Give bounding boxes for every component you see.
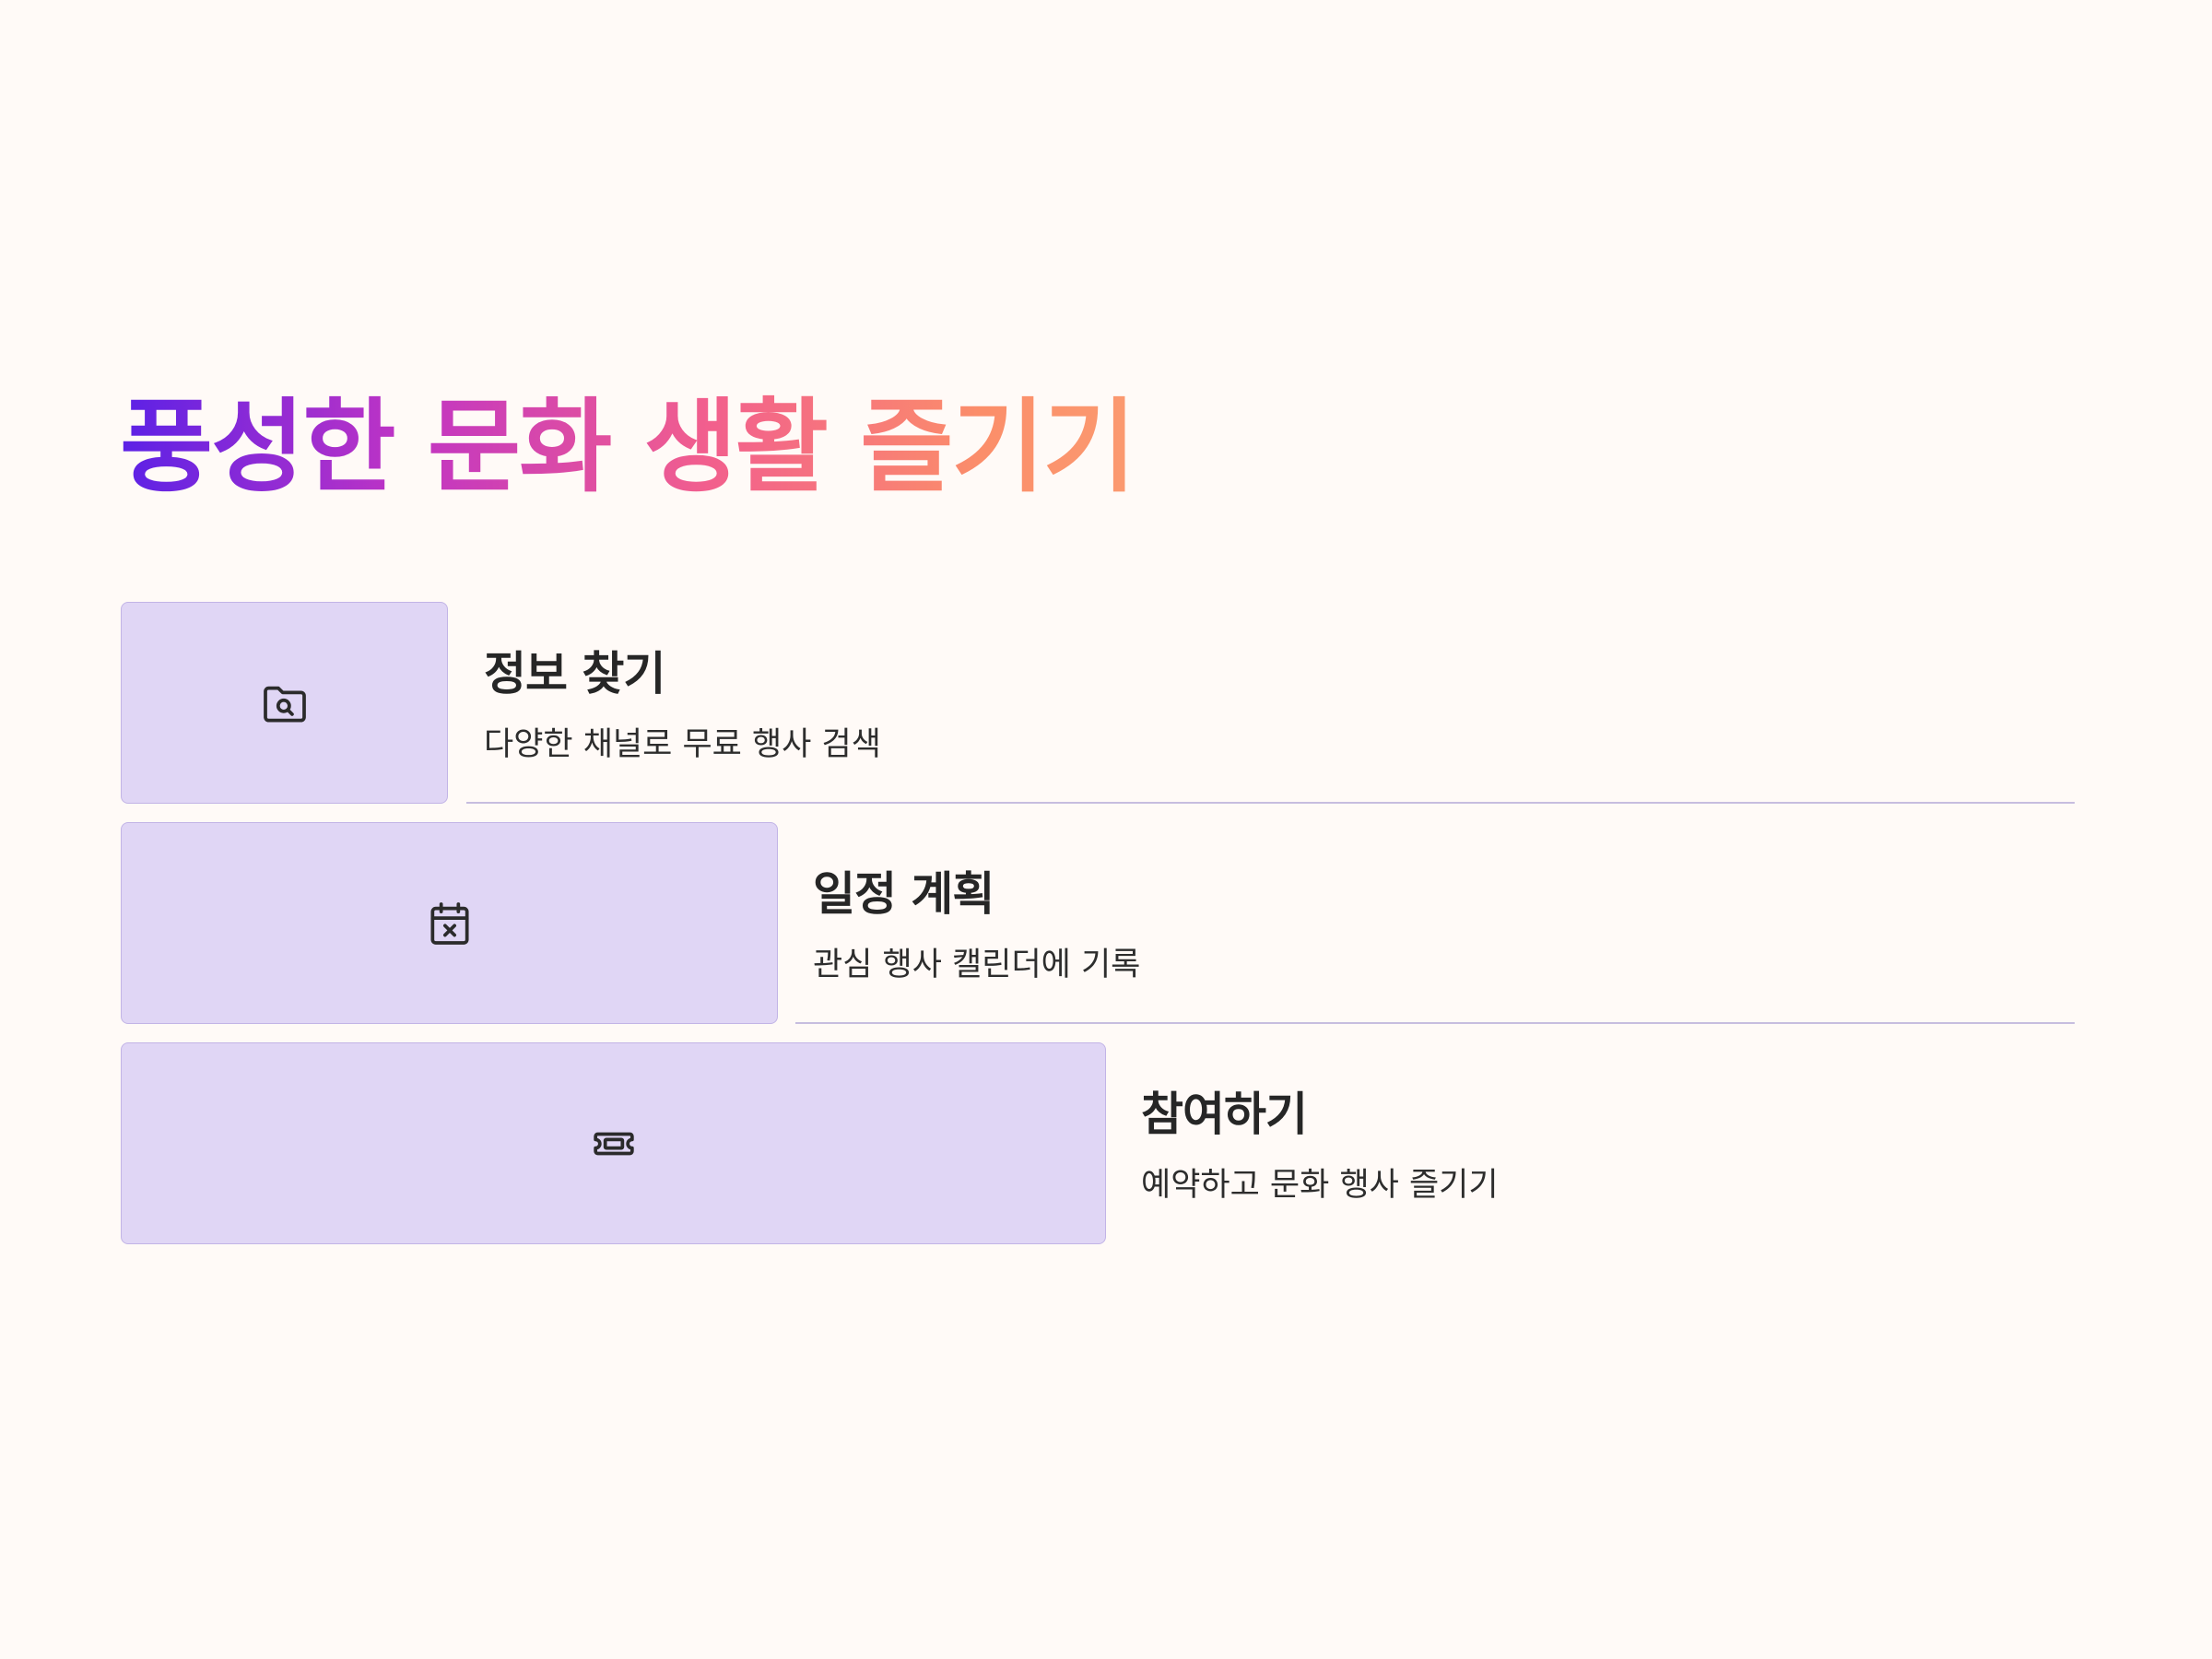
- page-title: 풍성한 문화 생활 즐기기: [120, 388, 1136, 506]
- step-title: 정보 찾기: [484, 647, 665, 700]
- step-description: 예약하고 문화 행사 즐기기: [1141, 1167, 1499, 1204]
- step-row-participate: 참여하기 예약하고 문화 행사 즐기기: [121, 1042, 2075, 1244]
- folder-search-icon: [259, 677, 311, 729]
- step-card-participate: [121, 1042, 1106, 1244]
- step-row-plan-schedule: 일정 계획 관심 행사 캘린더에 기록: [121, 822, 2075, 1024]
- step-title: 일정 계획: [813, 867, 994, 921]
- step-description: 관심 행사 캘린더에 기록: [813, 947, 1141, 983]
- step-description: 다양한 채널로 무료 행사 검색: [484, 726, 881, 763]
- step-title: 참여하기: [1141, 1088, 1308, 1141]
- row-divider: [466, 802, 2075, 804]
- step-card-find-info: [121, 602, 448, 804]
- step-row-find-info: 정보 찾기 다양한 채널로 무료 행사 검색: [121, 602, 2075, 804]
- row-divider: [795, 1022, 2075, 1024]
- calendar-x-icon: [424, 898, 476, 949]
- ticket-icon: [588, 1118, 640, 1170]
- step-card-plan-schedule: [121, 822, 778, 1024]
